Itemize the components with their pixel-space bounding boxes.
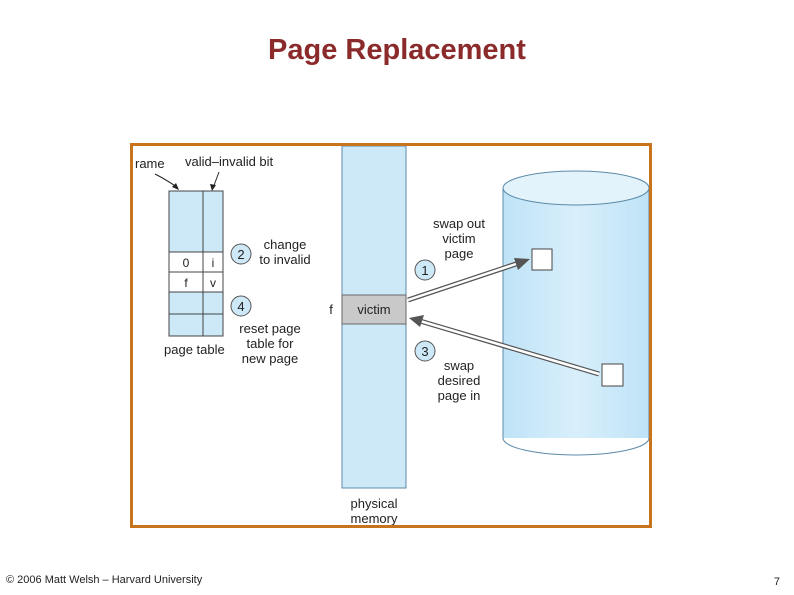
step-2-text-line2: to invalid (259, 252, 310, 267)
step-4-circle (230, 295, 252, 317)
step-4-text-line1: reset page (239, 321, 300, 336)
step-1-circle (414, 259, 436, 281)
step-1-number: 1 (421, 263, 428, 278)
step-4-text-line3: new page (242, 351, 298, 366)
frame-label: rame (135, 156, 165, 171)
swap-out-arrow (407, 258, 530, 303)
step-4-text-line2: table for (247, 336, 295, 351)
swap-in-arrow (409, 315, 600, 377)
step-4-number: 4 (237, 299, 244, 314)
step-3-text-line2: desired (438, 373, 481, 388)
diagram-frame: rame valid–invalid bit 0 i f v page tabl… (130, 143, 652, 528)
page-table-row1-bit: i (212, 256, 215, 270)
valid-invalid-bit-label: valid–invalid bit (185, 154, 274, 169)
page-table-row1-frame: 0 (183, 256, 190, 270)
page-table-row2-bit: v (210, 276, 216, 290)
step-3-number: 3 (421, 344, 428, 359)
frame-arrowhead (172, 183, 179, 190)
step-1-text-line1: swap out (433, 216, 485, 231)
step-2-circle (230, 243, 252, 265)
disk-desired-page-box (601, 363, 624, 387)
physical-memory-label-line2: memory (351, 511, 398, 525)
step-1-text-line3: page (445, 246, 474, 261)
physical-memory-label-line1: physical (351, 496, 398, 511)
victim-label: victim (357, 302, 390, 317)
step-2-text-line1: change (264, 237, 307, 252)
page-table (168, 190, 224, 337)
disk-cylinder (502, 170, 649, 456)
page-replacement-diagram: rame valid–invalid bit 0 i f v page tabl… (135, 146, 649, 525)
victim-frame (341, 294, 407, 325)
step-3-text-line3: page in (438, 388, 481, 403)
step-2-number: 2 (237, 247, 244, 262)
slide-title: Page Replacement (268, 34, 526, 66)
page-number: 7 (773, 576, 780, 588)
bit-arrowhead (210, 184, 216, 191)
page-table-label: page table (164, 342, 225, 357)
page-table-row2-frame: f (184, 276, 188, 290)
frame-f-marker: f (329, 302, 333, 317)
disk-victim-page-box (531, 248, 553, 271)
step-3-text-line1: swap (444, 358, 474, 373)
step-3-circle (414, 340, 436, 362)
step-1-text-line2: victim (442, 231, 475, 246)
footer-copyright: © 2006 Matt Welsh – Harvard University (6, 574, 203, 586)
